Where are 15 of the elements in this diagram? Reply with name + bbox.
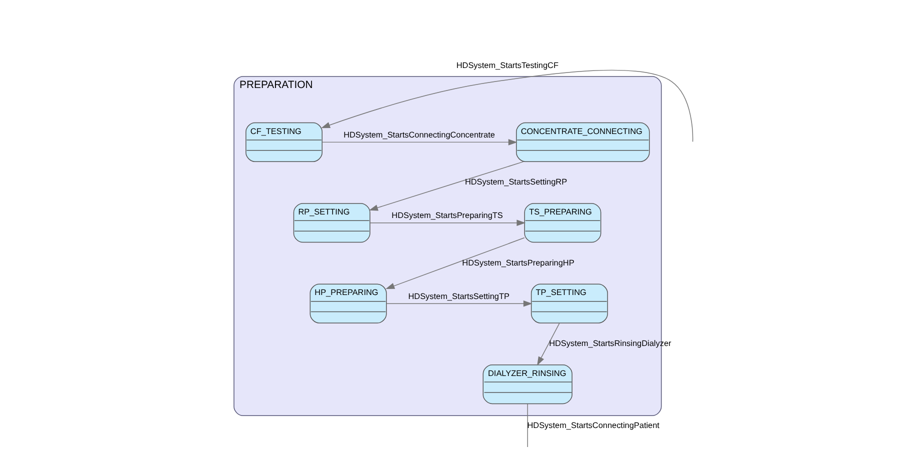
arrow: [536, 322, 560, 366]
edge-label: HDSystem_StartsSettingTP: [408, 292, 509, 301]
edge-label: HDSystem_StartsPreparingHP: [462, 258, 574, 268]
edge-label: HDSystem_StartsTestingCF: [456, 61, 558, 70]
arrow: [386, 300, 532, 307]
edge-label: HDSystem_StartsSettingRP: [464, 178, 567, 187]
edge-label: HDSystem_StartsPreparingTS: [391, 211, 502, 220]
arrow: [321, 139, 517, 146]
edge-label: HDSystem_StartsConnectingConcentrate: [343, 130, 494, 140]
arrow: [369, 220, 526, 226]
edge-label: HDSystem_StartsConnectingPatient: [526, 421, 659, 430]
connector: [526, 404, 528, 448]
arrow: [320, 70, 693, 142]
arrow: [368, 161, 524, 211]
arrow: [385, 237, 524, 290]
